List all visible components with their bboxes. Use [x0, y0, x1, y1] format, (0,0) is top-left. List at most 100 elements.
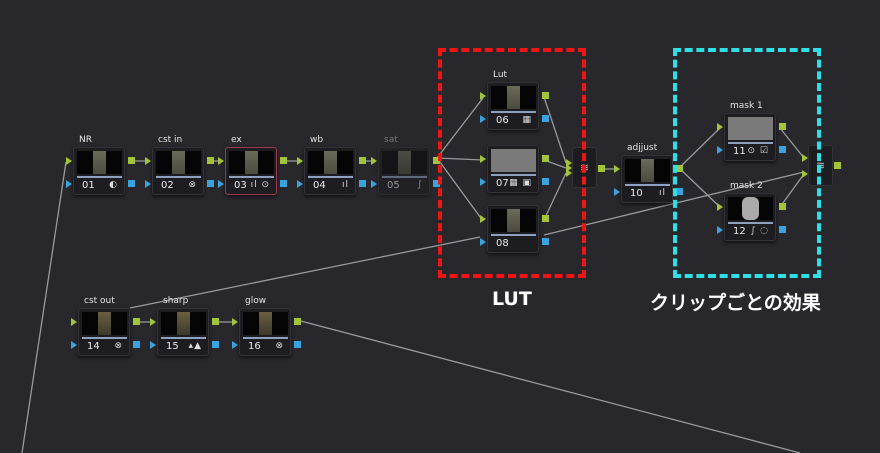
key-input-pin[interactable] [150, 341, 156, 349]
node-tool-icon: ▦ ▣ [509, 178, 532, 188]
key-output-pin[interactable] [779, 226, 786, 233]
node-bar [382, 176, 427, 178]
node-number: 15 [166, 341, 179, 352]
key-input-pin[interactable] [480, 238, 486, 246]
rgb-input-pin[interactable] [717, 123, 723, 131]
rgb-input-pin[interactable] [371, 157, 377, 165]
node-16[interactable]: 16 ⊗ [239, 308, 291, 356]
mixer-input-pin[interactable] [566, 159, 572, 167]
key-input-pin[interactable] [371, 180, 377, 188]
node-05[interactable]: 05 ∫ [378, 147, 430, 195]
rgb-input-pin[interactable] [71, 318, 77, 326]
node-08[interactable]: 08 [487, 205, 539, 253]
rgb-input-pin[interactable] [480, 155, 486, 163]
rgb-input-pin[interactable] [145, 157, 151, 165]
rgb-output-pin[interactable] [128, 157, 135, 164]
lut-caption: LUT [492, 288, 532, 310]
output-pin[interactable] [834, 162, 841, 169]
key-input-pin[interactable] [614, 188, 620, 196]
node-bar [156, 176, 201, 178]
key-output-pin[interactable] [433, 180, 440, 187]
rgb-output-pin[interactable] [359, 157, 366, 164]
mixer-input-pin[interactable] [566, 169, 572, 177]
node-07[interactable]: 07 ▦ ▣ [487, 145, 539, 193]
mixer-input-pin[interactable] [566, 164, 572, 172]
key-input-pin[interactable] [297, 180, 303, 188]
key-output-pin[interactable] [542, 178, 549, 185]
rgb-input-pin[interactable] [150, 318, 156, 326]
key-input-pin[interactable] [218, 180, 224, 188]
node-tool-icon: ⊗ [114, 341, 123, 351]
node-label: cst out [84, 296, 115, 306]
node-12[interactable]: 12 ∫ ◌ [724, 193, 776, 241]
key-output-pin[interactable] [542, 115, 549, 122]
rgb-output-pin[interactable] [207, 157, 214, 164]
key-input-pin[interactable] [717, 146, 723, 154]
node-02[interactable]: 02 ⊗ [152, 147, 204, 195]
node-label: ex [231, 135, 242, 145]
output-pin[interactable] [598, 165, 605, 172]
node-14[interactable]: 14 ⊗ [78, 308, 130, 356]
rgb-output-pin[interactable] [212, 318, 219, 325]
node-bar [491, 174, 536, 176]
key-input-pin[interactable] [717, 226, 723, 234]
key-input-pin[interactable] [66, 180, 72, 188]
node-bar [491, 234, 536, 236]
key-output-pin[interactable] [280, 180, 287, 187]
node-bar [82, 337, 127, 339]
rgb-input-pin[interactable] [614, 165, 620, 173]
node-04[interactable]: 04 ıl [304, 147, 356, 195]
key-output-pin[interactable] [212, 341, 219, 348]
node-bar [728, 222, 773, 224]
key-output-pin[interactable] [779, 146, 786, 153]
rgb-output-pin[interactable] [676, 165, 683, 172]
node-15[interactable]: 15 ▴▲ [157, 308, 209, 356]
node-label: Lut [493, 70, 508, 80]
rgb-output-pin[interactable] [542, 92, 549, 99]
rgb-input-pin[interactable] [297, 157, 303, 165]
rgb-output-pin[interactable] [542, 215, 549, 222]
key-output-pin[interactable] [128, 180, 135, 187]
rgb-input-pin[interactable] [66, 157, 72, 165]
node-bar [229, 176, 274, 178]
mixer-input-pin[interactable] [802, 154, 808, 162]
rgb-output-pin[interactable] [542, 155, 549, 162]
node-11[interactable]: 11 ⊙ ☑ [724, 113, 776, 161]
node-01[interactable]: 01 ◐ [73, 147, 125, 195]
rgb-input-pin[interactable] [717, 203, 723, 211]
node-label: adjjust [627, 143, 658, 153]
rgb-input-pin[interactable] [232, 318, 238, 326]
key-output-pin[interactable] [542, 238, 549, 245]
node-tool-icon: ⊗ [188, 180, 197, 190]
rgb-input-pin[interactable] [218, 157, 224, 165]
node-tool-icon: ∫ [417, 180, 423, 190]
key-input-pin[interactable] [480, 178, 486, 186]
key-output-pin[interactable] [294, 341, 301, 348]
key-output-pin[interactable] [133, 341, 140, 348]
node-06[interactable]: 06 ▦ [487, 82, 539, 130]
key-input-pin[interactable] [232, 341, 238, 349]
node-03[interactable]: 03 ıl ⊙ [225, 147, 277, 195]
key-input-pin[interactable] [480, 115, 486, 123]
node-thumbnail [308, 151, 353, 174]
node-thumbnail [491, 149, 536, 172]
key-output-pin[interactable] [359, 180, 366, 187]
key-input-pin[interactable] [145, 180, 151, 188]
node-thumbnail [491, 86, 536, 109]
key-input-pin[interactable] [71, 341, 77, 349]
rgb-output-pin[interactable] [133, 318, 140, 325]
rgb-output-pin[interactable] [280, 157, 287, 164]
node-10[interactable]: 10 ıl [621, 155, 673, 203]
mixer-input-pin[interactable] [802, 170, 808, 178]
rgb-output-pin[interactable] [433, 157, 440, 164]
key-output-pin[interactable] [207, 180, 214, 187]
node-thumbnail [491, 209, 536, 232]
rgb-output-pin[interactable] [779, 123, 786, 130]
rgb-input-pin[interactable] [480, 92, 486, 100]
rgb-output-pin[interactable] [779, 203, 786, 210]
node-number: 14 [87, 341, 100, 352]
node-bar [308, 176, 353, 178]
key-output-pin[interactable] [676, 188, 683, 195]
rgb-input-pin[interactable] [480, 215, 486, 223]
rgb-output-pin[interactable] [294, 318, 301, 325]
